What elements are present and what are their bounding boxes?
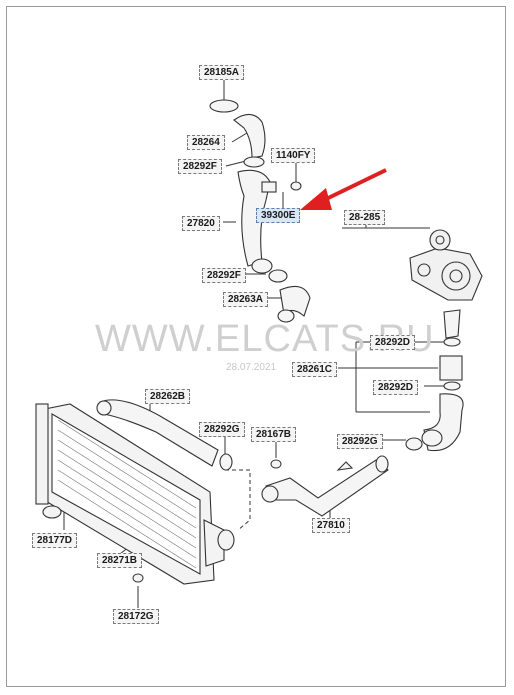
part-label[interactable]: 28263A (223, 292, 269, 307)
part-label[interactable]: 28264 (187, 135, 225, 150)
end-27820 (251, 258, 273, 274)
part-label[interactable]: 28261C (292, 362, 338, 377)
diagram-frame (6, 6, 506, 687)
watermark-date: 28.07.2021 (226, 362, 277, 373)
hose-top-right (443, 309, 461, 339)
part-label[interactable]: 27820 (182, 216, 220, 231)
bolt-28172g (132, 573, 144, 583)
part-label[interactable]: 28172G (113, 609, 159, 624)
hose-28262b-end (96, 400, 112, 416)
clamp-28292g-right (405, 437, 423, 451)
part-label[interactable]: 28292F (202, 268, 246, 283)
part-label[interactable]: 1140FY (271, 148, 316, 163)
part-label[interactable]: 28292D (370, 335, 416, 350)
part-label[interactable]: 28177D (32, 533, 78, 548)
part-label[interactable]: 28185A (199, 65, 245, 80)
part-label[interactable]: 28292D (373, 380, 419, 395)
coupler-28261c (439, 355, 463, 381)
part-label[interactable]: 28292G (337, 434, 383, 449)
plug-28177d (42, 505, 62, 519)
red-pointer-arrow (300, 168, 387, 210)
intercooler-28271b (35, 403, 235, 585)
clamp-28292d-bot (443, 381, 461, 391)
sensor-39300e (261, 181, 277, 193)
part-label[interactable]: 28271B (97, 553, 143, 568)
clamp-28292g-left (219, 453, 233, 471)
hose-28264 (233, 113, 266, 159)
pipe-27810 (261, 455, 389, 517)
bolt-1140fy (290, 181, 302, 191)
part-label[interactable]: 27810 (312, 518, 350, 533)
mount-dash (225, 469, 251, 531)
part-label[interactable]: 28292G (199, 422, 245, 437)
part-label[interactable]: 28292F (178, 159, 222, 174)
end-28263a (277, 309, 295, 323)
clamp-28185a (209, 99, 239, 113)
clamp-28292d-top (443, 337, 461, 347)
part-label[interactable]: 28-285 (344, 210, 386, 225)
hose-end-right (421, 429, 443, 447)
outlet-intercooler (217, 529, 235, 551)
clamp-28292f-bot (268, 269, 288, 283)
turbo-28285 (409, 229, 483, 301)
hose-28262b (99, 399, 219, 467)
bolt-28167b (270, 459, 282, 469)
clamp-28292f-top (243, 156, 265, 168)
part-label-highlighted[interactable]: 39300E (256, 208, 301, 223)
part-label[interactable]: 28167B (251, 427, 297, 442)
part-label[interactable]: 28262B (145, 389, 191, 404)
